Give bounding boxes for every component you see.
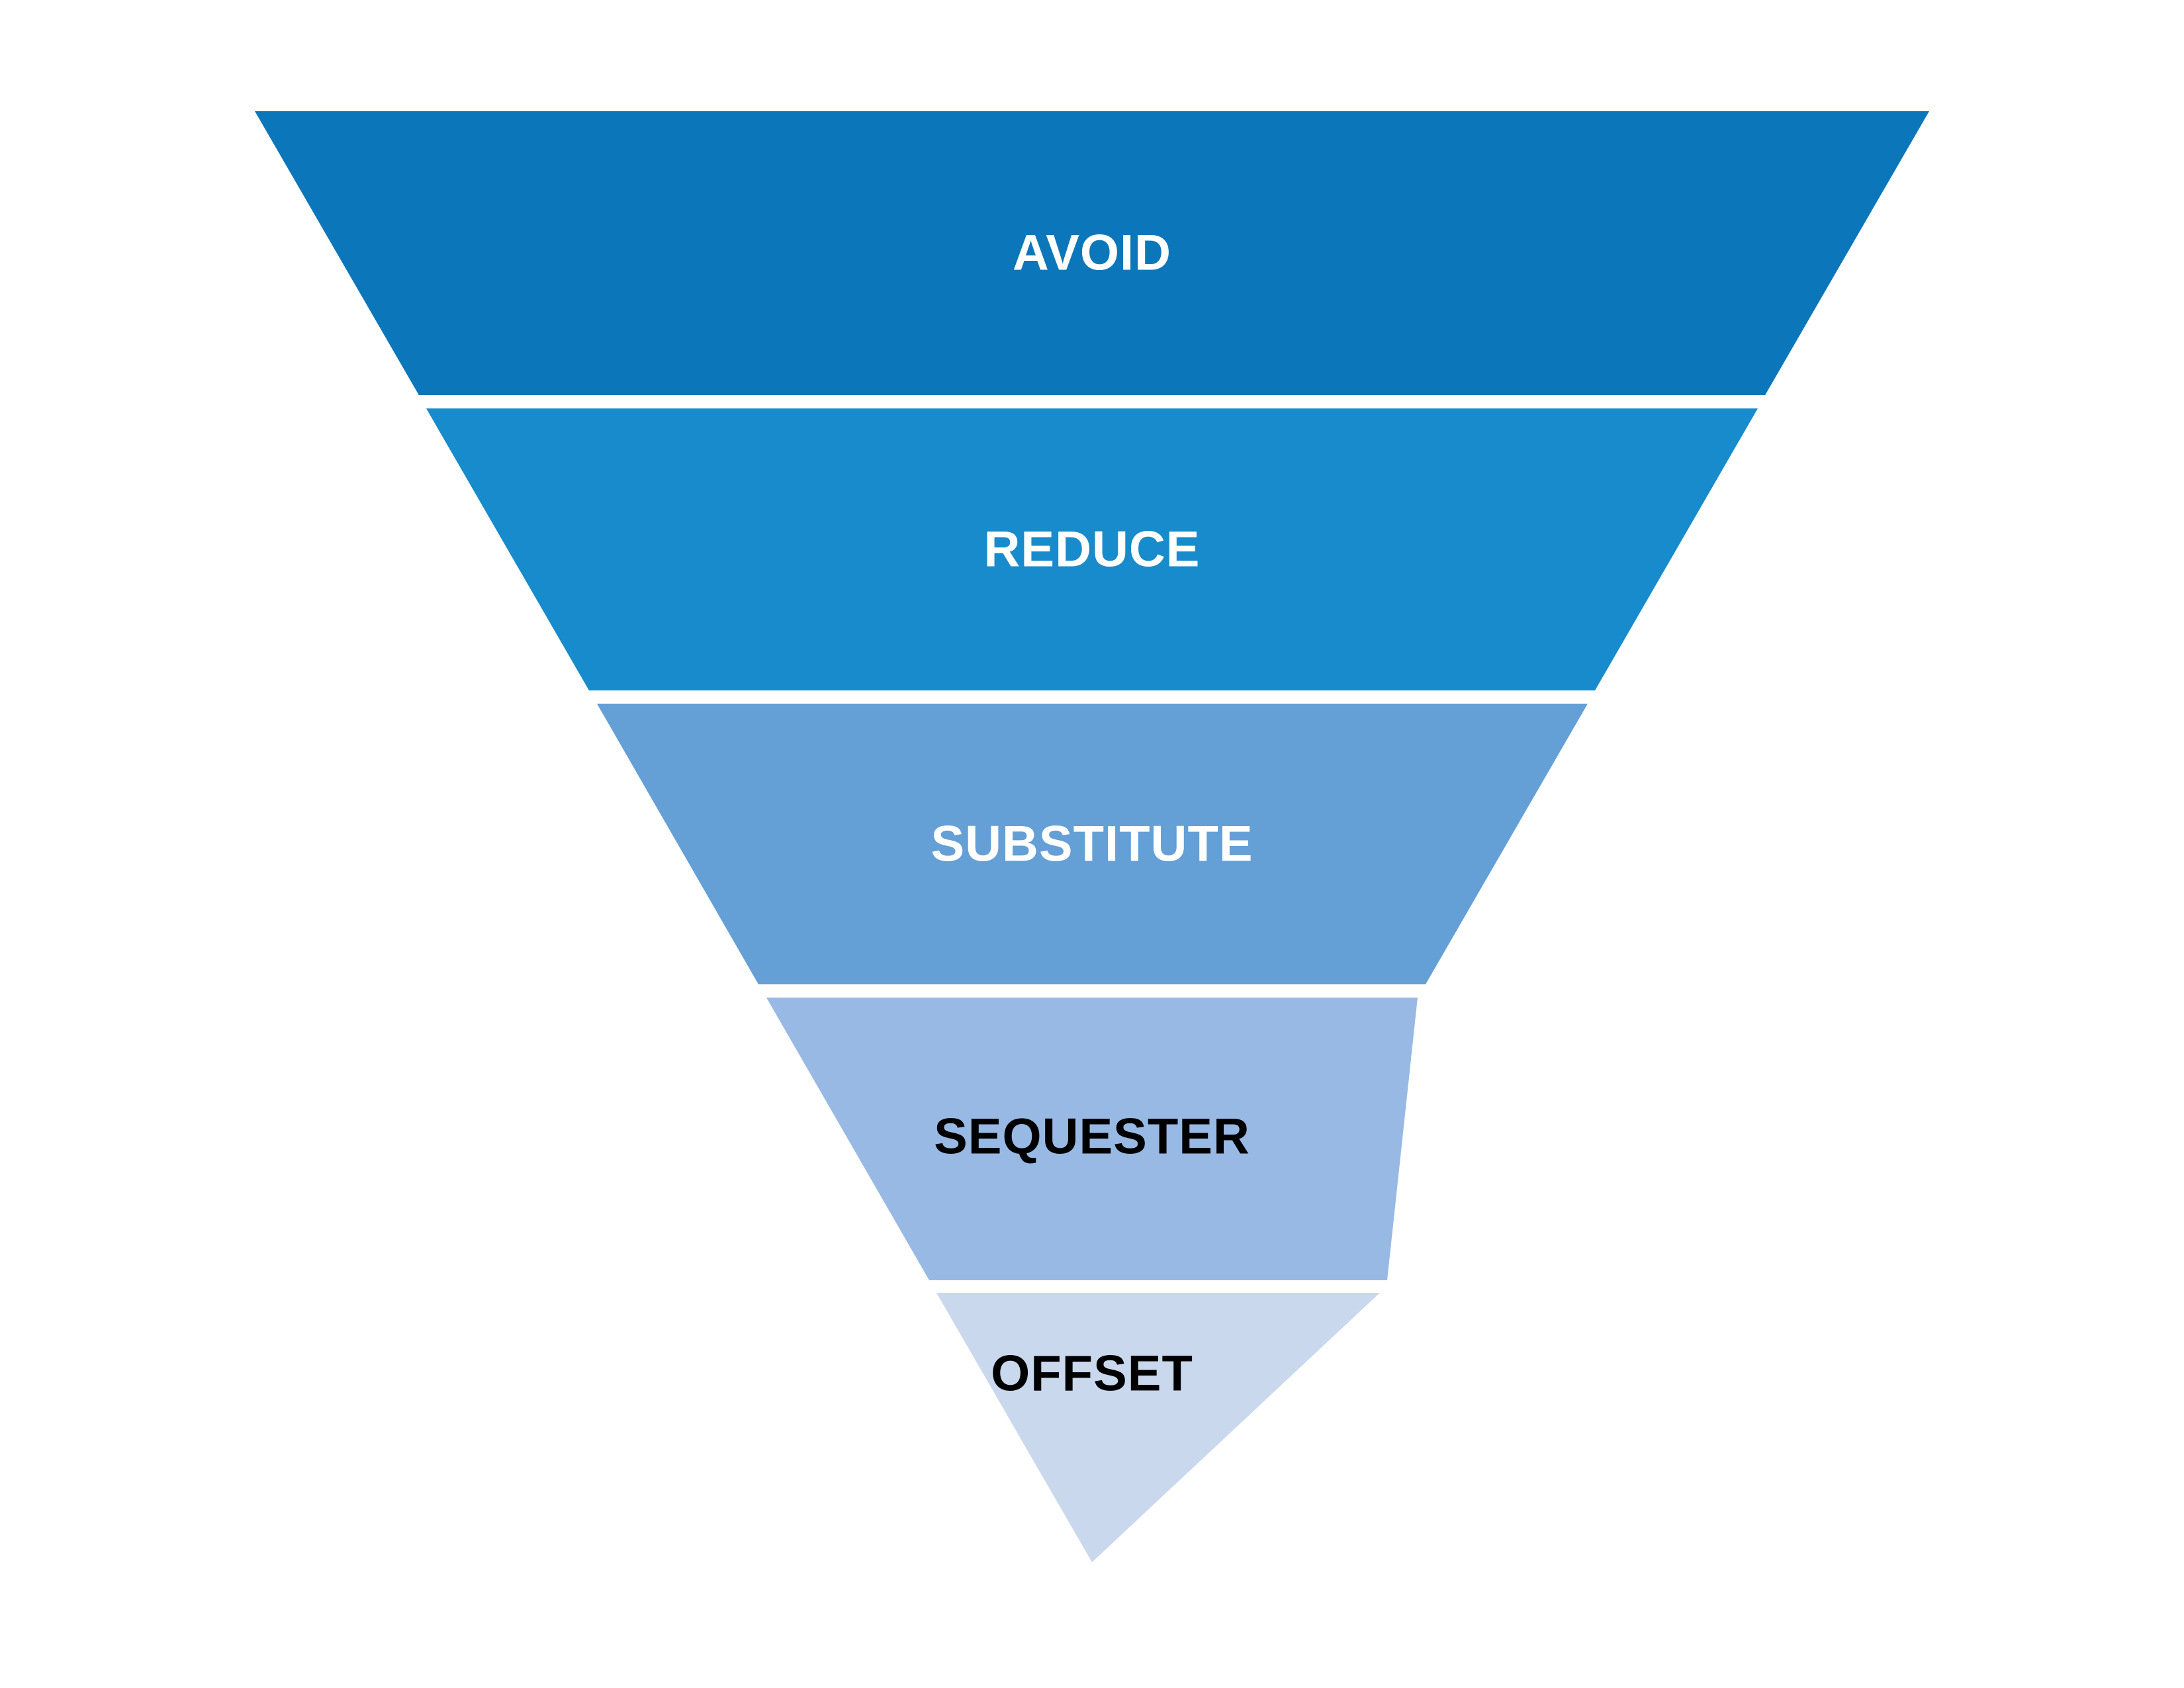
- funnel-label-avoid: AVOID: [1013, 225, 1171, 281]
- funnel-segment-substitute: [597, 704, 1588, 984]
- funnel-label-reduce: REDUCE: [984, 522, 1201, 578]
- funnel-label-offset: OFFSET: [991, 1346, 1193, 1402]
- funnel-label-substitute: SUBSTITUTE: [931, 816, 1253, 872]
- funnel-segment-sequester: [766, 998, 1418, 1280]
- funnel-segment-offset: [936, 1293, 1380, 1562]
- funnel-label-sequester: SEQUESTER: [934, 1109, 1250, 1165]
- funnel-segment-reduce: [426, 408, 1758, 690]
- funnel-segment-avoid: [255, 111, 1929, 395]
